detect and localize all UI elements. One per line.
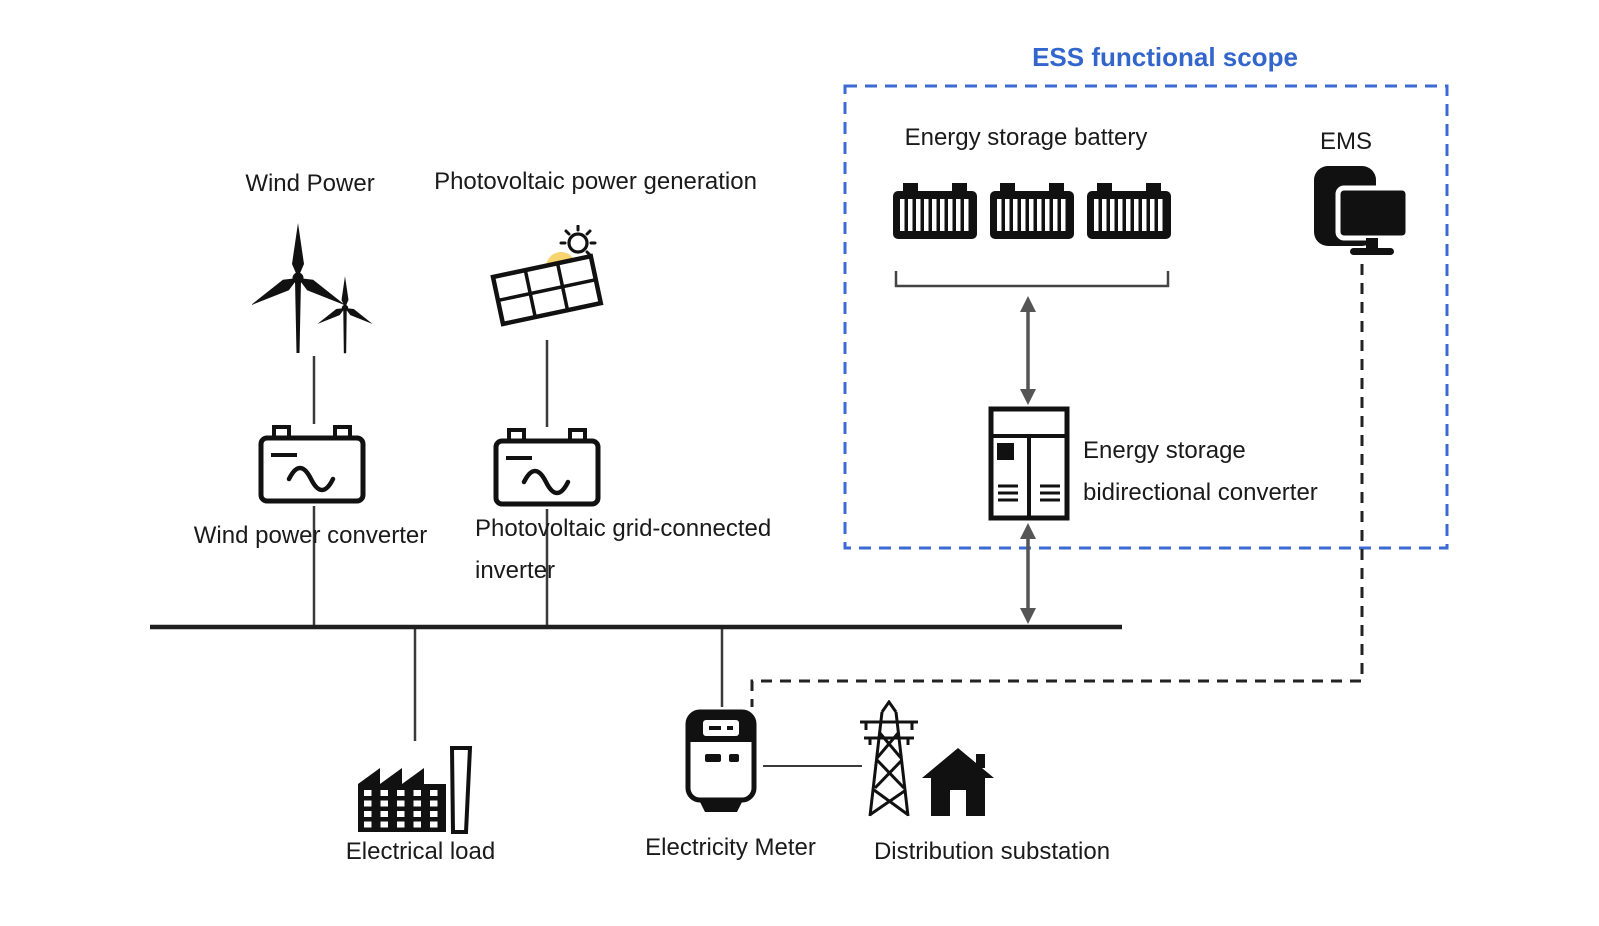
wind-turbine-icon	[252, 220, 377, 355]
bidirectional-converter-icon	[988, 406, 1070, 521]
pv-generation-label: Photovoltaic power generation	[434, 168, 757, 195]
battery-converter-arrow	[1020, 296, 1036, 405]
factory-icon	[352, 740, 482, 835]
battery-bracket	[894, 271, 1170, 288]
storage-battery-icon-1	[891, 182, 979, 240]
energy-storage-battery-label: Energy storage battery	[904, 124, 1148, 151]
electrical-load-label: Electrical load	[345, 838, 496, 865]
wind-converter-label: Wind power converter	[193, 522, 428, 549]
pv-inverter-label-line1: Photovoltaic grid-connected	[475, 515, 772, 542]
wind-power-label: Wind Power	[245, 170, 375, 197]
distribution-substation-label: Distribution substation	[873, 838, 1111, 865]
electricity-meter-label: Electricity Meter	[645, 834, 816, 861]
ems-label: EMS	[1319, 128, 1372, 155]
wind-converter-icon	[257, 425, 367, 505]
pv-inverter-label-line2: inverter	[475, 557, 556, 584]
ess-scope-title: ESS functional scope	[1032, 42, 1298, 72]
bidirectional-converter-label: Energy storage bidirectional converter	[1083, 430, 1373, 514]
pv-inverter-icon	[492, 428, 602, 508]
electricity-meter-icon	[683, 708, 763, 814]
bidirectional-converter-label-line1: Energy storage	[1083, 437, 1246, 464]
converter-bus-arrow	[1020, 523, 1036, 624]
solar-panel-icon	[485, 225, 610, 337]
ems-computer-icon	[1312, 166, 1412, 262]
storage-battery-icon-2	[988, 182, 1076, 240]
bidirectional-converter-label-line2: bidirectional converter	[1083, 479, 1318, 506]
distribution-substation-icon	[852, 700, 997, 820]
pv-inverter-label: Photovoltaic grid-connected inverter	[475, 508, 815, 592]
storage-battery-icon-3	[1085, 182, 1173, 240]
